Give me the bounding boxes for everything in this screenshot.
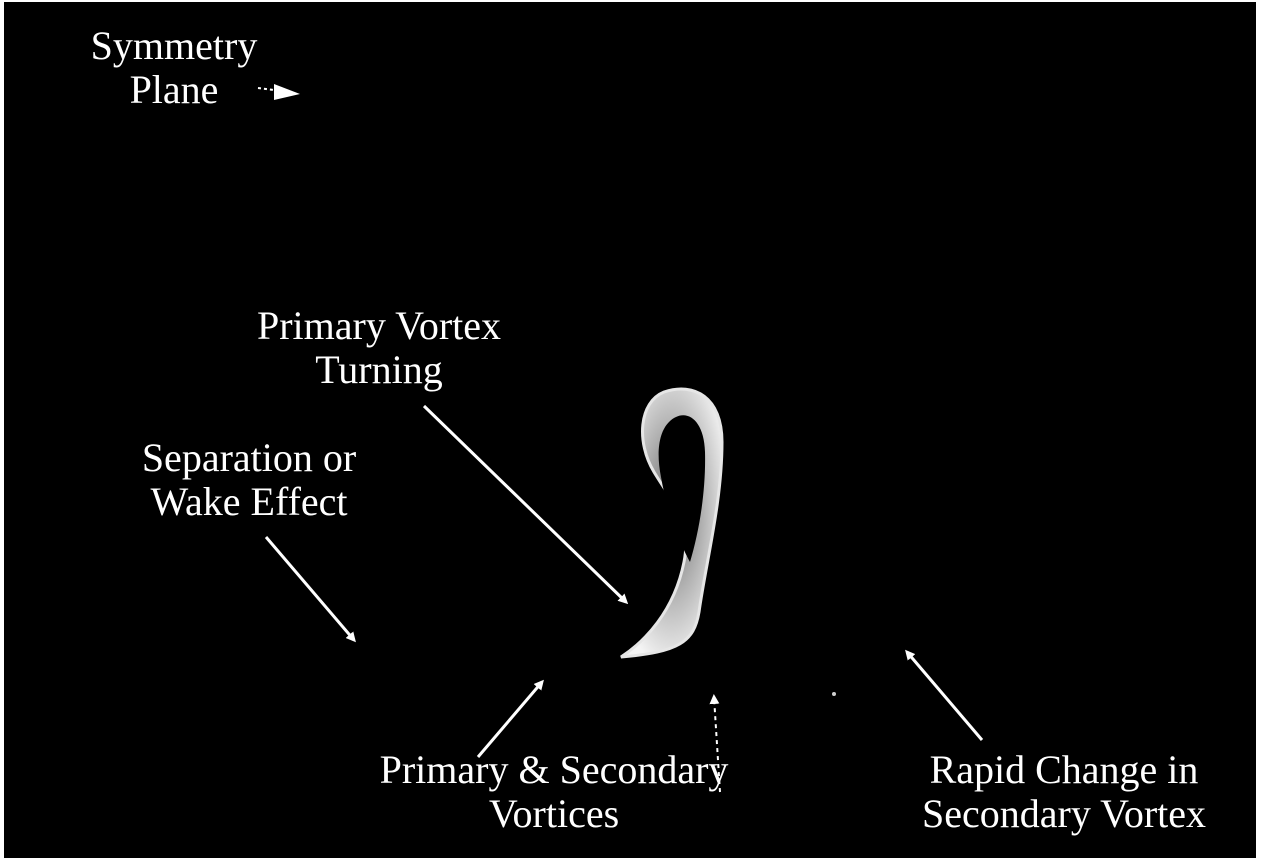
primary-secondary-vortices-label: Primary & Secondary Vortices xyxy=(344,748,764,836)
rapid-change-arrow xyxy=(905,649,984,741)
primary-vortex-turning-arrow xyxy=(422,404,629,605)
symmetry-plane-label: Symmetry Plane xyxy=(58,24,290,112)
separation-wake-label-line2: Wake Effect xyxy=(150,479,348,524)
flow-speck xyxy=(832,692,836,696)
symmetry-plane-label-line2: Plane xyxy=(129,67,219,112)
primary-secondary-vortices-label-line1: Primary & Secondary xyxy=(379,747,729,792)
primary-vortex-turning-label: Primary Vortex Turning xyxy=(219,304,539,392)
symmetry-plane-arrow xyxy=(257,84,300,100)
rapid-change-label-line1: Rapid Change in xyxy=(929,747,1199,792)
separation-wake-arrow xyxy=(264,536,356,643)
separation-wake-label-line1: Separation or xyxy=(141,435,357,480)
symmetry-plane-label-line1: Symmetry xyxy=(90,23,258,68)
primary-vortex-turning-label-line2: Turning xyxy=(315,347,443,392)
primary-secondary-vortices-label-line2: Vortices xyxy=(488,791,620,836)
primary-vortex-turning-label-line1: Primary Vortex xyxy=(256,303,502,348)
rapid-change-label-line2: Secondary Vortex xyxy=(921,791,1207,836)
vortex-loop xyxy=(620,387,724,659)
primary-secondary-left-arrow xyxy=(476,679,544,758)
rapid-change-label: Rapid Change in Secondary Vortex xyxy=(894,748,1234,836)
annotation-overlay xyxy=(257,84,984,793)
flow-visualization-panel: Symmetry Plane Primary Vortex Turning Se… xyxy=(4,2,1256,858)
separation-wake-label: Separation or Wake Effect xyxy=(104,436,394,524)
vortex-loop-hole xyxy=(658,415,706,562)
